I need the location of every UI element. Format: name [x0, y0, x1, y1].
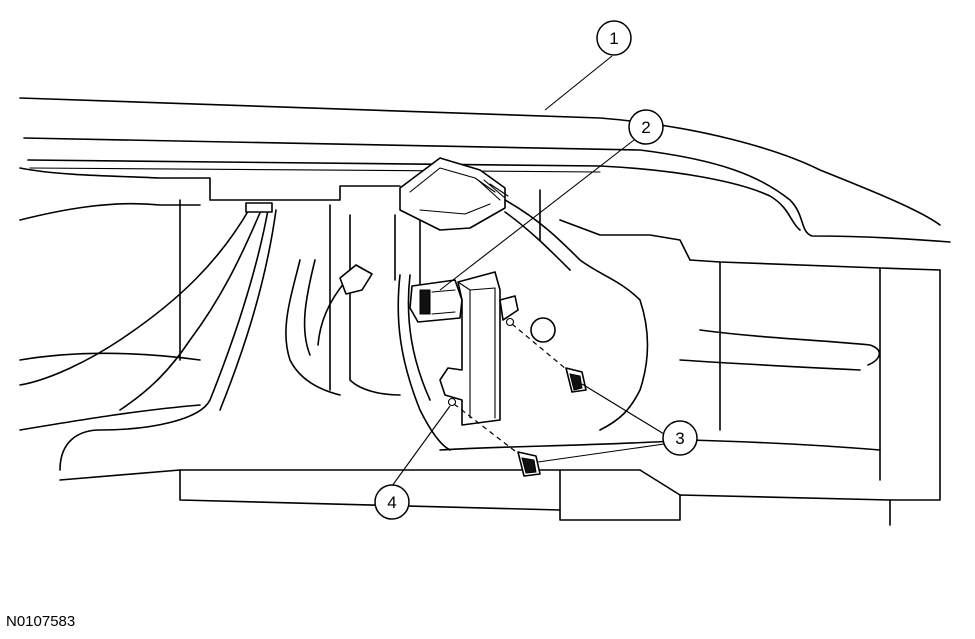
roof-rail	[19, 97, 951, 243]
module-assembly	[409, 271, 519, 426]
callout-3: 3	[662, 420, 698, 456]
callout-1: 1	[596, 20, 632, 56]
callout-4: 4	[374, 484, 410, 520]
screw-upper	[565, 367, 587, 393]
harness-connector-top	[399, 157, 649, 431]
callout-1-label: 1	[609, 29, 618, 48]
callout-2: 2	[628, 109, 664, 145]
callout-2-label: 2	[641, 118, 650, 137]
leader-lines	[391, 55, 665, 487]
figure-id: N0107583	[6, 613, 76, 630]
wiring-harness-left	[19, 202, 451, 471]
screws	[453, 323, 587, 477]
callout-3-label: 3	[675, 429, 684, 448]
screw-lower	[517, 451, 541, 477]
callout-4-label: 4	[387, 493, 396, 512]
panel-structure	[19, 167, 941, 526]
mounting-holes	[447, 317, 556, 407]
